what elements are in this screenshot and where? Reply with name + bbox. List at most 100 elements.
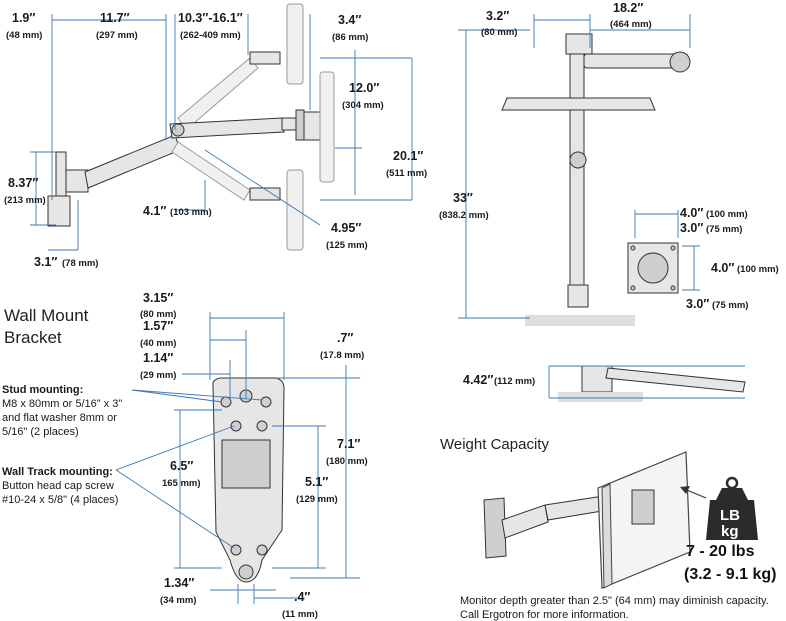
dim-12-0: 12.0″ xyxy=(349,81,379,95)
dim-5-1: 5.1″ xyxy=(305,475,328,489)
arm-ghost-down xyxy=(171,141,251,201)
bracket-title-2: Bracket xyxy=(4,328,62,347)
bracket-dim-lines xyxy=(115,312,360,604)
dim-18-2: 18.2″ xyxy=(613,1,643,15)
dim-8-37-mm: (213 mm) xyxy=(4,195,46,206)
dim-10-3-16-1: 10.3″-16.1″ xyxy=(178,11,243,25)
weight-footnote-1: Monitor depth greater than 2.5" (64 mm) … xyxy=(460,595,769,607)
dim-3-1: 3.1″ xyxy=(34,255,57,269)
vesa-3-0-side: 3.0″ xyxy=(686,297,709,311)
track-note-3: #10-24 x 5/8" (4 places) xyxy=(2,494,118,506)
dim-0-7: .7″ xyxy=(337,331,353,345)
dim-1-14: 1.14″ xyxy=(143,351,173,365)
weight-icon xyxy=(706,488,758,540)
dim-3-2-mm: (80 mm) xyxy=(481,27,517,38)
dim-12-0-mm: (304 mm) xyxy=(342,100,384,111)
dim-18-2-mm: (464 mm) xyxy=(610,19,652,30)
dim-20-1-mm: (511 mm) xyxy=(386,168,427,179)
dim-6-5: 6.5″ xyxy=(170,459,193,473)
vesa-4-0-side-mm: (100 mm) xyxy=(737,264,779,275)
stud-hole-2 xyxy=(260,396,272,408)
stud-hole-1 xyxy=(220,396,232,408)
dim-3-15-mm: (80 mm) xyxy=(140,309,176,320)
dim-3-1-mm: (78 mm) xyxy=(62,258,98,269)
dim-4-95-mm: (125 mm) xyxy=(326,240,368,251)
wc-monitor-edge xyxy=(601,483,613,589)
dim-3-4-mm: (86 mm) xyxy=(332,32,368,43)
stud-note-4: 5/16" (2 places) xyxy=(2,426,79,438)
vesa-4-0-top: 4.0″ xyxy=(680,206,703,220)
dim-20-1: 20.1″ xyxy=(393,149,423,163)
dim-5-1-mm: (129 mm) xyxy=(296,494,338,505)
dim-1-34: 1.34″ xyxy=(164,576,194,590)
top-arm-end xyxy=(669,51,691,73)
vesa-plate xyxy=(295,109,305,141)
dim-10-3-16-1-mm: (262-409 mm) xyxy=(180,30,241,41)
stud-note-2: M8 x 80mm or 5/16" x 3" xyxy=(2,398,122,410)
dim-8-37: 8.37″ xyxy=(8,176,38,190)
dim-33: 33″ xyxy=(453,191,473,205)
head-ghost-down xyxy=(249,187,281,201)
bottom-hole xyxy=(238,564,254,580)
dim-11-7: 11.7″ xyxy=(100,11,130,25)
dim-1-9: 1.9″ xyxy=(12,11,35,25)
dim-4-1-mm: (103 mm) xyxy=(170,207,212,218)
stud-note-3: and flat washer 8mm or xyxy=(2,412,117,424)
dim-1-57-mm: (40 mm) xyxy=(140,338,176,349)
dim-4-1: 4.1″ xyxy=(143,204,166,218)
bracket-title-1: Wall Mount xyxy=(4,306,89,325)
outer-arm xyxy=(169,117,285,139)
weight-title: Weight Capacity xyxy=(440,436,549,453)
vesa-4-0-side: 4.0″ xyxy=(711,261,734,275)
profile-desk xyxy=(558,392,643,402)
wc-inner-arm xyxy=(501,504,549,539)
side-view: 1.9″ (48 mm) 11.7″ (297 mm) 10.3″-16.1″ … xyxy=(4,3,427,269)
front-view: 3.2″ (80 mm) 18.2″ (464 mm) 33″ (838.2 m… xyxy=(439,1,779,326)
dim-1-9-mm: (48 mm) xyxy=(6,30,42,41)
weight-capacity: Weight Capacity LB kg 7 - 20 lbs (3.2 - … xyxy=(440,436,776,621)
track-hole-1 xyxy=(230,420,242,432)
head-ghost-up xyxy=(249,51,281,65)
profile-arm xyxy=(605,367,746,393)
weight-badge-lb: LB xyxy=(720,507,740,524)
dim-0-4-mm: (11 mm) xyxy=(282,609,318,620)
monitor-edge xyxy=(303,111,321,141)
dim-0-4: .4″ xyxy=(294,590,310,604)
pole-clamp xyxy=(569,151,587,169)
dim-6-5-mm: 165 mm) xyxy=(162,478,201,489)
monitor-ghost-up xyxy=(286,3,304,85)
weight-range-kg: (3.2 - 9.1 kg) xyxy=(684,566,776,583)
inner-arm xyxy=(84,134,181,189)
arm-ghost-up xyxy=(177,57,259,131)
wc-wall-plate xyxy=(483,497,507,559)
dim-3-2: 3.2″ xyxy=(486,9,509,23)
dim-1-14-mm: (29 mm) xyxy=(140,370,176,381)
desk-edge xyxy=(501,97,656,111)
bracket-view: Wall Mount Bracket xyxy=(2,291,368,620)
track-hole-4 xyxy=(256,544,268,556)
dim-3-15: 3.15″ xyxy=(143,291,173,305)
track-note-1: Wall Track mounting: xyxy=(2,466,113,478)
weight-range-lbs: 7 - 20 lbs xyxy=(686,543,755,560)
wc-vesa-plate xyxy=(631,489,655,525)
dim-4-95: 4.95″ xyxy=(331,221,361,235)
dim-7-1: 7.1″ xyxy=(337,437,360,451)
track-note-2: Button head cap screw xyxy=(2,480,114,492)
dim-33-mm: (838.2 mm) xyxy=(439,210,489,221)
stud-note-1: Stud mounting: xyxy=(2,384,83,396)
track-hole-2 xyxy=(256,420,268,432)
wall-bracket-lower xyxy=(47,195,71,227)
weight-badge-kg: kg xyxy=(721,523,739,540)
weight-footnote-2: Call Ergotron for more information. xyxy=(460,609,629,621)
dim-4-42-mm: (112 mm) xyxy=(494,376,535,387)
base-shadow xyxy=(525,315,635,326)
vesa-4-0-top-mm: (100 mm) xyxy=(706,209,748,220)
vesa-hub xyxy=(637,252,669,284)
profile-clamp xyxy=(581,365,613,393)
pole-base xyxy=(567,284,589,308)
dim-3-4: 3.4″ xyxy=(338,13,361,27)
monitor-ghost-mid xyxy=(319,71,335,183)
dim-0-7-mm: (17.8 mm) xyxy=(320,350,364,361)
pole xyxy=(569,109,585,286)
